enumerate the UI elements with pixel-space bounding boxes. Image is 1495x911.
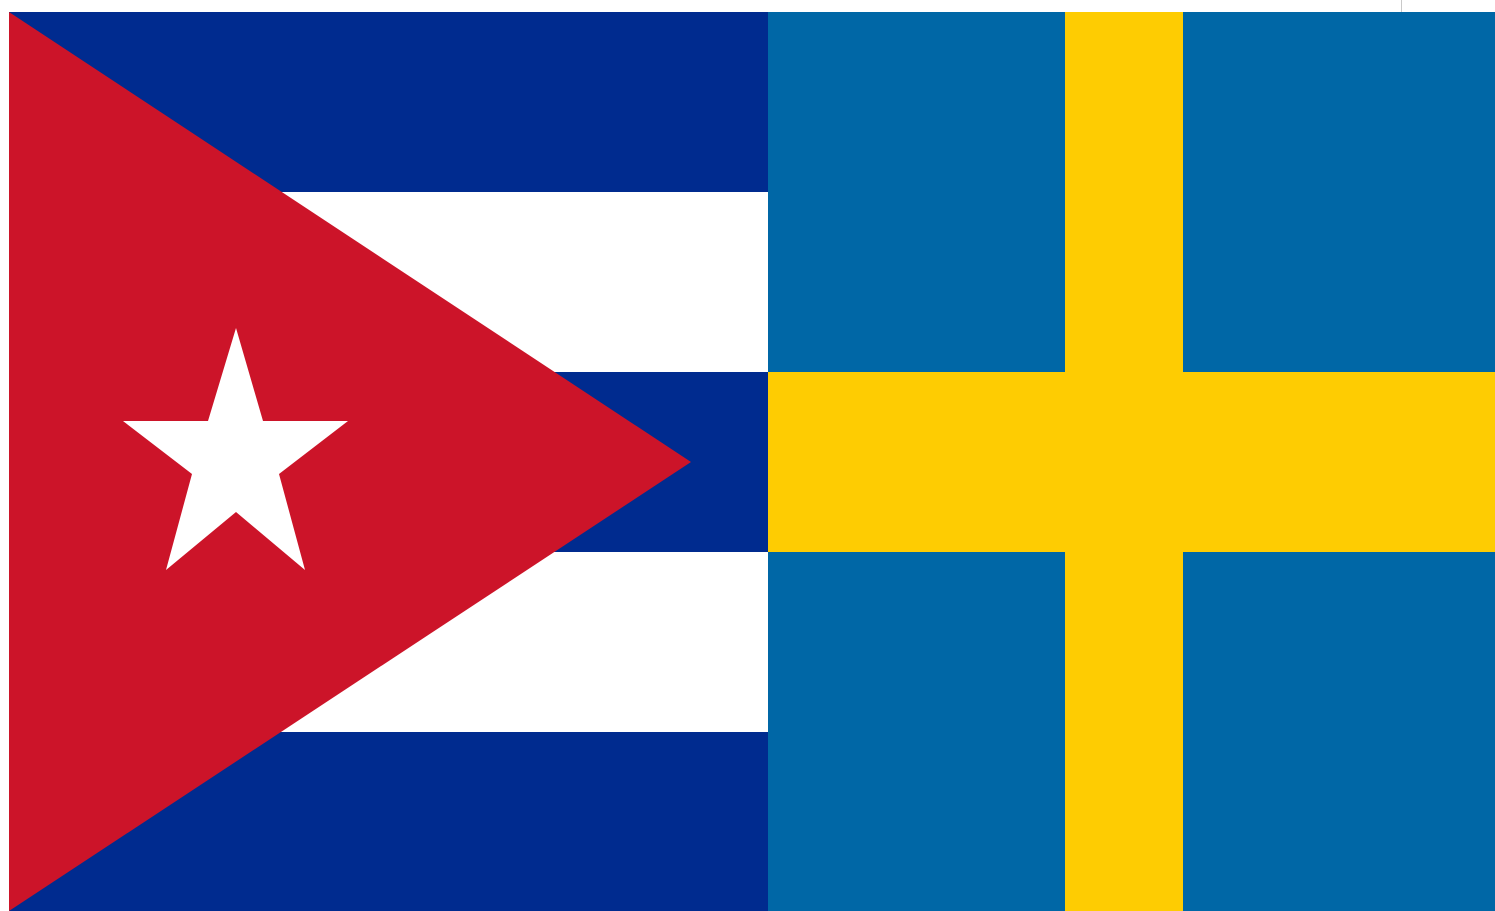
cuba-red-triangle	[9, 12, 691, 911]
flag-pair	[9, 12, 1495, 911]
sweden-cross-horizontal	[768, 372, 1495, 552]
sweden-flag	[768, 12, 1495, 911]
cuba-star-icon	[123, 328, 348, 570]
cuba-flag	[9, 12, 768, 911]
divider-mark	[1401, 0, 1402, 12]
